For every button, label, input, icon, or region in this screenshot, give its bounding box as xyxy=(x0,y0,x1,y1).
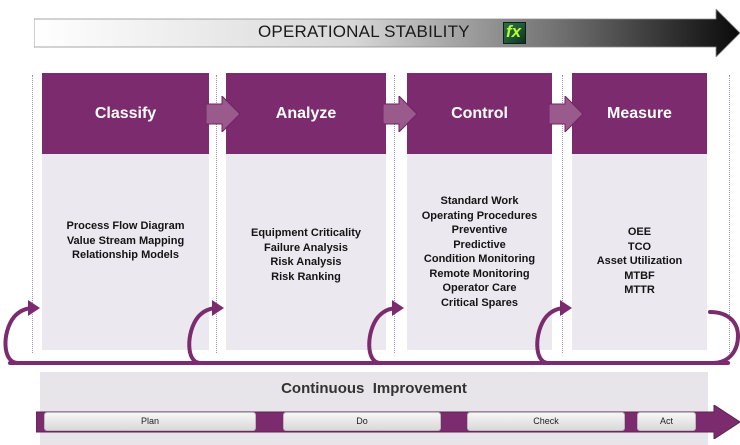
column-title: Classify xyxy=(42,73,209,154)
list-item: Standard Work xyxy=(440,195,519,207)
list-item: TCO xyxy=(627,240,652,253)
divider xyxy=(32,75,33,353)
divider xyxy=(216,75,217,353)
column-title: Measure xyxy=(572,73,707,154)
column-measure: Measure OEE TCO Asset Utilization MTBF M… xyxy=(572,73,707,350)
list-item: Risk Ranking xyxy=(271,270,341,283)
chevron-arrow-icon xyxy=(549,96,583,132)
plan-step: Plan xyxy=(44,412,256,431)
operational-stability-arrow xyxy=(34,9,740,57)
list-item: OEE xyxy=(627,226,652,238)
divider xyxy=(394,75,395,353)
continuous-improvement-label: Continuous Improvement xyxy=(281,380,467,397)
list-item: Risk Analysis xyxy=(270,256,342,268)
column-title: Control xyxy=(407,73,552,154)
column-items: Equipment Criticality Failure Analysis R… xyxy=(226,154,386,350)
column-items: Process Flow Diagram Value Stream Mappin… xyxy=(42,154,209,350)
divider xyxy=(729,75,730,353)
list-item: Relationship Models xyxy=(72,249,179,261)
list-item: Failure Analysis xyxy=(264,241,348,254)
list-item: Operating Procedures xyxy=(421,209,538,222)
chevron-arrow-icon xyxy=(383,96,417,132)
list-item: Preventive xyxy=(451,224,508,236)
column-control: Control Standard Work Operating Procedur… xyxy=(407,73,552,350)
list-item: Remote Monitoring xyxy=(429,267,530,280)
company-logo: fx xyxy=(503,22,526,44)
feedback-loop-line xyxy=(3,300,740,365)
page-title: OPERATIONAL STABILITY xyxy=(258,22,470,41)
list-item: Asset Utilization xyxy=(596,255,683,267)
list-item: Predictive xyxy=(453,238,506,251)
list-item: Operator Care xyxy=(442,282,517,294)
column-title: Analyze xyxy=(226,73,386,154)
list-item: Critical Spares xyxy=(440,296,519,309)
column-analyze: Analyze Equipment Criticality Failure An… xyxy=(226,73,386,350)
divider xyxy=(562,75,563,353)
list-item: Value Stream Mapping xyxy=(66,234,185,247)
column-items: OEE TCO Asset Utilization MTBF MTTR xyxy=(572,154,707,350)
list-item: MTBF xyxy=(624,269,655,282)
column-classify: Classify Process Flow Diagram Value Stre… xyxy=(42,73,209,350)
check-step: Check xyxy=(467,412,625,431)
column-items: Standard Work Operating Procedures Preve… xyxy=(407,154,552,350)
act-step: Act xyxy=(637,412,696,431)
list-item: Equipment Criticality xyxy=(250,227,362,239)
list-item: MTTR xyxy=(624,284,655,296)
chevron-arrow-icon xyxy=(206,96,240,132)
list-item: Process Flow Diagram xyxy=(66,220,185,232)
continuous-improvement-panel xyxy=(40,372,708,445)
do-step: Do xyxy=(283,412,441,431)
list-item: Condition Monitoring xyxy=(423,253,536,265)
